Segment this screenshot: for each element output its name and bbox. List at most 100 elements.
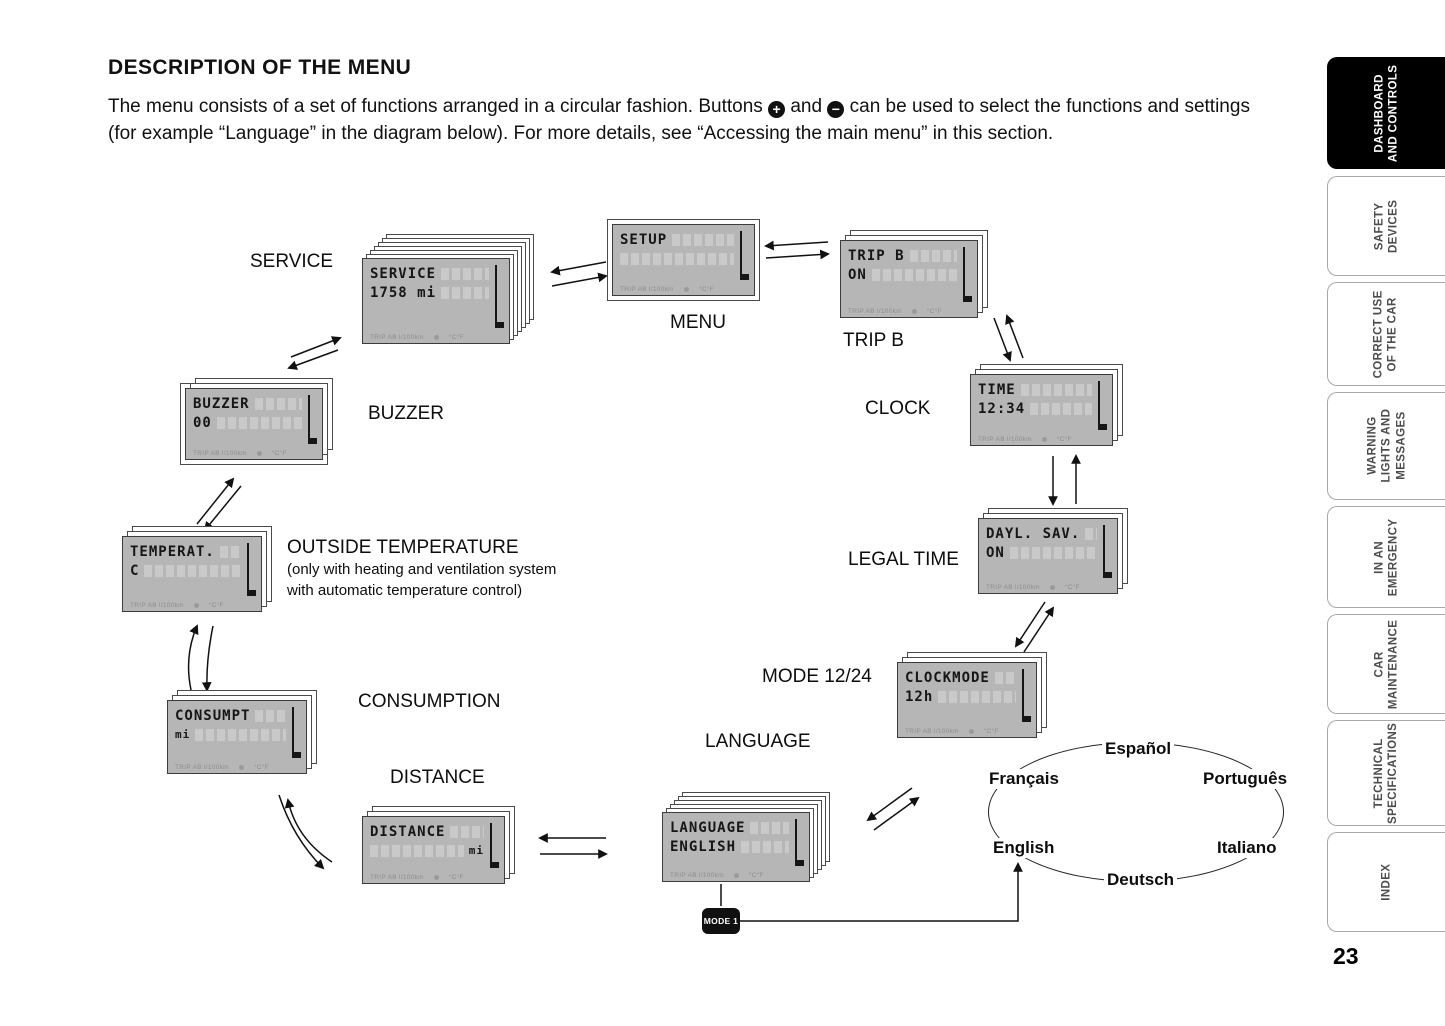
sidebar-tab-label: INDEX	[1380, 863, 1393, 901]
lcd-segment-blocks	[216, 416, 302, 429]
sidebar-tab-car-maintenance[interactable]: CAR MAINTENANCE	[1327, 614, 1445, 714]
lcd-footer: TRIP AB l/100km°C°F	[620, 286, 714, 293]
sidebar-tab-safety-devices[interactable]: SAFETY DEVICES	[1327, 176, 1445, 276]
consumption-label: CONSUMPTION	[358, 691, 501, 712]
lcd-segment-blocks	[441, 267, 489, 280]
sidebar-tab-warning-lights-and-messages[interactable]: WARNING LIGHTS AND MESSAGES	[1327, 392, 1445, 500]
lcd-segment-blocks	[871, 268, 957, 281]
lcd-segment-blocks	[741, 840, 789, 853]
lcd-segment-blocks	[909, 249, 957, 262]
lcd-line1: TEMPERAT.	[130, 543, 215, 560]
sidebar-tab-label: WARNING LIGHTS AND MESSAGES	[1365, 409, 1407, 483]
lcd-footer: TRIP AB l/100km°C°F	[848, 308, 942, 315]
lcd-segment-blocks	[254, 397, 302, 410]
lcd-footer: TRIP AB l/100km°C°F	[193, 450, 287, 457]
language-option-francais: Français	[986, 769, 1062, 789]
lcd-dot-icon	[968, 729, 974, 734]
lcd-segment-blocks	[672, 233, 734, 246]
outside-temperature-label: OUTSIDE TEMPERATURE	[287, 537, 519, 558]
lcd-footer: TRIP AB l/100km°C°F	[130, 602, 224, 609]
lcd-segment-blocks	[195, 728, 286, 741]
lcd-footer: TRIP AB l/100km°C°F	[986, 584, 1080, 591]
language-option-deutsch: Deutsch	[1104, 870, 1178, 890]
lcd-line2: 1758 mi	[370, 284, 437, 301]
intro-text-3: can be used to select the functions and …	[108, 96, 1250, 144]
lcd-dot-icon	[433, 875, 439, 880]
lcd-segment-blocks	[1009, 546, 1097, 559]
lcd-dot-icon	[733, 873, 739, 878]
distance-label: DISTANCE	[390, 767, 485, 788]
lcd-segment-blocks	[255, 709, 286, 722]
lcd-gauge-icon	[793, 819, 804, 866]
lcd-footer: TRIP AB l/100km°C°F	[175, 764, 269, 771]
intro-text-2: and	[790, 96, 823, 117]
clock-lcd-display: TIME 12:34 TRIP AB l/100km°C°F	[970, 374, 1113, 446]
outside-temperature-note-2: with automatic temperature control)	[287, 582, 523, 599]
trip-b-lcd-display: TRIP B ON TRIP AB l/100km°C°F	[840, 240, 978, 318]
lcd-gauge-icon	[1020, 669, 1031, 722]
mode-1-button: MODE 1	[702, 908, 740, 934]
lcd-footer: TRIP AB l/100km°C°F	[370, 334, 464, 341]
menu-label: MENU	[670, 312, 726, 333]
lcd-gauge-icon	[290, 707, 301, 758]
lcd-segment-blocks	[441, 286, 489, 299]
buzzer-lcd-display: BUZZER 00 TRIP AB l/100km°C°F	[180, 383, 328, 465]
lcd-segment-blocks	[994, 671, 1016, 684]
lcd-line2: C	[130, 562, 140, 579]
lcd-line1: SETUP	[620, 231, 668, 248]
lcd-footer: TRIP AB l/100km°C°F	[670, 872, 764, 879]
mode-12-24-lcd-display: CLOCKMODE 12h TRIP AB l/100km°C°F	[897, 662, 1037, 738]
lcd-segment-blocks	[370, 844, 464, 857]
sidebar-tab-in-an-emergency[interactable]: IN AN EMERGENCY	[1327, 506, 1445, 608]
language-option-espanol: Español	[1102, 739, 1175, 759]
lcd-gauge-icon	[306, 395, 317, 444]
lcd-segment-blocks	[144, 564, 241, 577]
language-option-italiano: Italiano	[1214, 838, 1280, 858]
language-label: LANGUAGE	[705, 731, 811, 752]
lcd-line2: mi	[468, 844, 484, 857]
lcd-segment-blocks	[219, 545, 241, 558]
lcd-line1: BUZZER	[193, 395, 250, 412]
service-lcd-display: SERVICE 1758 mi TRIP AB l/100km°C°F	[362, 258, 510, 344]
minus-button-icon: −	[827, 101, 845, 119]
sidebar-tab-dashboard-and-controls[interactable]: DASHBOARD AND CONTROLS	[1327, 57, 1445, 169]
lcd-line2: ENGLISH	[670, 838, 737, 855]
lcd-line2: mi	[175, 728, 191, 741]
lcd-segment-blocks	[1020, 383, 1092, 396]
service-label: SERVICE	[250, 251, 334, 272]
lcd-segment-blocks	[620, 252, 734, 265]
lcd-line1: TRIP B	[848, 247, 905, 264]
lcd-dot-icon	[256, 451, 262, 456]
lcd-gauge-icon	[1096, 381, 1107, 430]
outside-temperature-lcd-display: TEMPERAT. C TRIP AB l/100km°C°F	[122, 536, 262, 612]
legal-time-label: LEGAL TIME	[848, 549, 959, 570]
lcd-footer: TRIP AB l/100km°C°F	[905, 728, 999, 735]
plus-button-icon: +	[768, 101, 786, 119]
lcd-line1: SERVICE	[370, 265, 437, 282]
intro-text-1: The menu consists of a set of functions …	[108, 96, 763, 117]
clock-label: CLOCK	[865, 398, 931, 419]
lcd-gauge-icon	[493, 265, 504, 328]
lcd-line2: ON	[848, 266, 867, 283]
mode-12-24-label: MODE 12/24	[762, 666, 872, 687]
sidebar-tab-index[interactable]: INDEX	[1327, 832, 1445, 932]
sidebar-tab-technical-specifications[interactable]: TECHNICAL SPECIFICATIONS	[1327, 720, 1445, 826]
lcd-line1: CLOCKMODE	[905, 669, 990, 686]
page-title: DESCRIPTION OF THE MENU	[108, 56, 412, 79]
outside-temperature-note-1: (only with heating and ventilation syste…	[287, 561, 557, 578]
lcd-gauge-icon	[1101, 525, 1112, 578]
lcd-dot-icon	[193, 603, 199, 608]
lcd-line2: 12h	[905, 688, 934, 705]
lcd-line1: DISTANCE	[370, 823, 446, 840]
sidebar-tab-label: IN AN EMERGENCY	[1373, 518, 1400, 596]
lcd-gauge-icon	[245, 543, 256, 596]
language-option-portugues: Português	[1200, 769, 1291, 789]
lcd-footer: TRIP AB l/100km°C°F	[978, 436, 1072, 443]
page-number: 23	[1333, 943, 1359, 969]
lcd-segment-blocks	[450, 825, 484, 838]
language-lcd-display: LANGUAGE ENGLISH TRIP AB l/100km°C°F	[662, 812, 810, 882]
lcd-gauge-icon	[961, 247, 972, 302]
sidebar-tab-correct-use-of-the-car[interactable]: CORRECT USE OF THE CAR	[1327, 282, 1445, 386]
lcd-segment-blocks	[750, 821, 789, 834]
